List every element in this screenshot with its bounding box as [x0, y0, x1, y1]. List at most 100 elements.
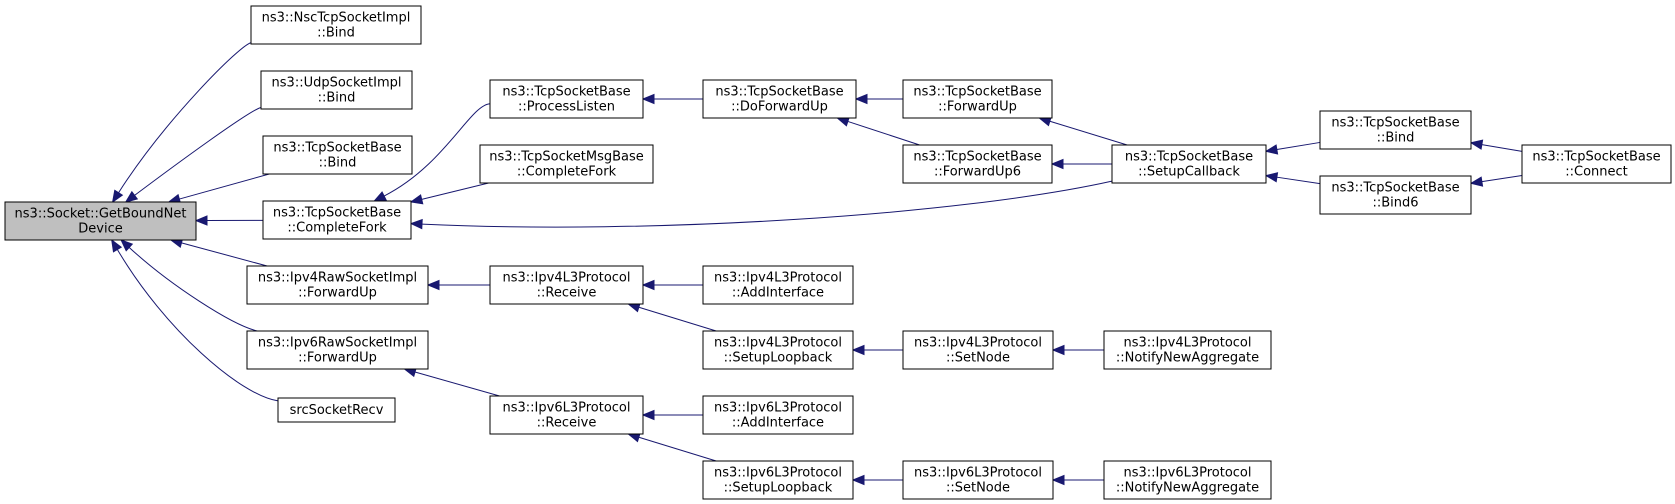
node-box	[702, 79, 857, 119]
function-node[interactable]: ns3::Ipv4L3Protocol::Receive	[489, 265, 644, 305]
arrowhead	[373, 191, 387, 202]
arrowhead	[851, 344, 865, 356]
function-node[interactable]: ns3::TcpSocketMsgBase::CompleteFork	[479, 144, 654, 184]
node-box	[1103, 330, 1272, 370]
arrowhead	[111, 238, 123, 253]
function-node[interactable]: ns3::Ipv4RawSocketImpl::ForwardUp	[246, 265, 429, 305]
function-node[interactable]: ns3::TcpSocketBase::ProcessListen	[489, 79, 644, 119]
function-node[interactable]: ns3::TcpSocketBase::ForwardUp6	[902, 144, 1053, 184]
function-node[interactable]: ns3::Ipv4L3Protocol::AddInterface	[702, 265, 854, 305]
call-edge	[1051, 344, 1104, 356]
node-box	[262, 200, 412, 240]
function-node[interactable]: ns3::TcpSocketBase::SetupCallback	[1111, 144, 1267, 184]
function-node[interactable]: ns3::Ipv4L3Protocol::NotifyNewAggregate	[1103, 330, 1272, 370]
function-node[interactable]: ns3::TcpSocketBase::Bind6	[1319, 175, 1472, 215]
node-box	[246, 330, 429, 370]
call-edge	[1469, 174, 1523, 187]
call-edge	[111, 42, 252, 204]
node-label-line: ::AddInterface	[732, 416, 824, 431]
arrowhead	[409, 194, 424, 205]
node-label-line: ns3::Ipv4RawSocketImpl	[258, 271, 417, 286]
function-node[interactable]: ns3::Ipv6L3Protocol::SetupLoopback	[702, 460, 854, 500]
graph-edges	[111, 42, 1523, 486]
node-box	[902, 460, 1054, 500]
function-node[interactable]: ns3::Ipv6L3Protocol::Receive	[489, 395, 644, 435]
node-label-line: ::NotifyNewAggregate	[1116, 351, 1259, 366]
function-node[interactable]: ns3::TcpSocketBase::DoForwardUp	[702, 79, 857, 119]
node-box	[489, 265, 644, 305]
function-node[interactable]: ns3::Ipv6L3Protocol::SetNode	[902, 460, 1054, 500]
arrowhead	[851, 474, 865, 486]
edge-line	[1049, 120, 1128, 146]
node-label-line: ns3::Ipv4L3Protocol	[714, 271, 842, 286]
node-box	[1521, 144, 1672, 184]
node-label-line: ns3::TcpSocketBase	[1125, 150, 1253, 165]
arrowhead	[1264, 144, 1279, 155]
node-box	[262, 135, 413, 175]
call-edge	[111, 238, 279, 402]
node-label-line: ns3::Ipv4L3Protocol	[914, 336, 1042, 351]
arrowhead	[124, 190, 139, 203]
edge-line	[414, 371, 500, 397]
node-label-line: ::Receive	[537, 286, 597, 301]
node-box	[702, 265, 854, 305]
node-label-line: ns3::TcpSocketBase	[913, 85, 1041, 100]
arrowhead	[1051, 344, 1065, 356]
node-box	[4, 201, 197, 241]
node-label-line: ns3::Ipv6RawSocketImpl	[258, 336, 417, 351]
call-edge	[851, 474, 903, 486]
call-edge	[641, 409, 703, 421]
node-label-line: ::DoForwardUp	[731, 100, 828, 115]
edge-line	[1276, 141, 1321, 151]
node-label-line: ::SetupCallback	[1138, 165, 1240, 180]
call-edge	[169, 237, 268, 267]
function-node[interactable]: ns3::Ipv6RawSocketImpl::ForwardUp	[246, 330, 429, 370]
arrowhead	[194, 215, 208, 226]
function-node[interactable]: ns3::TcpSocketBase::Bind	[1319, 110, 1472, 150]
function-node[interactable]: ns3::Ipv4L3Protocol::SetupLoopback	[702, 330, 854, 370]
edge-line	[1481, 144, 1523, 152]
node-box	[702, 395, 854, 435]
call-edge	[641, 279, 703, 291]
function-node[interactable]: ns3::TcpSocketBase::ForwardUp	[902, 79, 1053, 119]
node-label-line: ::Connect	[1565, 165, 1628, 180]
edge-line	[383, 103, 491, 197]
call-edge	[167, 173, 270, 204]
function-node[interactable]: ns3::Ipv6L3Protocol::AddInterface	[702, 395, 854, 435]
function-node[interactable]: srcSocketRecv	[277, 397, 396, 423]
function-node[interactable]: ns3::Ipv4L3Protocol::SetNode	[902, 330, 1054, 370]
call-edge	[124, 106, 262, 203]
node-box	[277, 397, 396, 423]
edge-line	[128, 247, 258, 332]
node-label-line: ::ForwardUp	[298, 286, 377, 301]
arrowhead	[641, 279, 655, 291]
function-node[interactable]: ns3::Ipv6L3Protocol::NotifyNewAggregate	[1103, 460, 1272, 500]
node-label-line: ns3::TcpSocketMsgBase	[489, 150, 644, 165]
edge-line	[847, 120, 920, 146]
edge-line	[181, 242, 268, 267]
function-node[interactable]: ns3::UdpSocketImpl::Bind	[260, 70, 413, 110]
edge-line	[421, 182, 489, 200]
node-label-line: ::ProcessListen	[518, 100, 615, 115]
node-box	[479, 144, 654, 184]
function-node[interactable]: ns3::TcpSocketBase::CompleteFork	[262, 200, 412, 240]
node-label-line: ::CompleteFork	[517, 165, 617, 180]
node-label-line: srcSocketRecv	[290, 403, 384, 418]
node-label-line: ns3::NscTcpSocketImpl	[262, 11, 411, 26]
call-edge	[1038, 116, 1128, 146]
node-label-line: ::ForwardUp6	[934, 165, 1021, 180]
call-edge	[851, 344, 903, 356]
edge-line	[1276, 176, 1321, 185]
call-edge	[627, 432, 717, 462]
function-node[interactable]: ns3::NscTcpSocketImpl::Bind	[250, 5, 422, 45]
node-label-line: ns3::TcpSocketBase	[1331, 181, 1459, 196]
function-node[interactable]: ns3::TcpSocketBase::Connect	[1521, 144, 1672, 184]
node-label-line: ns3::Socket::GetBoundNet	[15, 207, 187, 222]
node-box	[1319, 175, 1472, 215]
arrowhead	[120, 239, 134, 252]
node-label-line: ::CompleteFork	[287, 221, 387, 236]
call-edge	[120, 239, 258, 332]
function-node[interactable]: ns3::TcpSocketBase::Bind	[262, 135, 413, 175]
